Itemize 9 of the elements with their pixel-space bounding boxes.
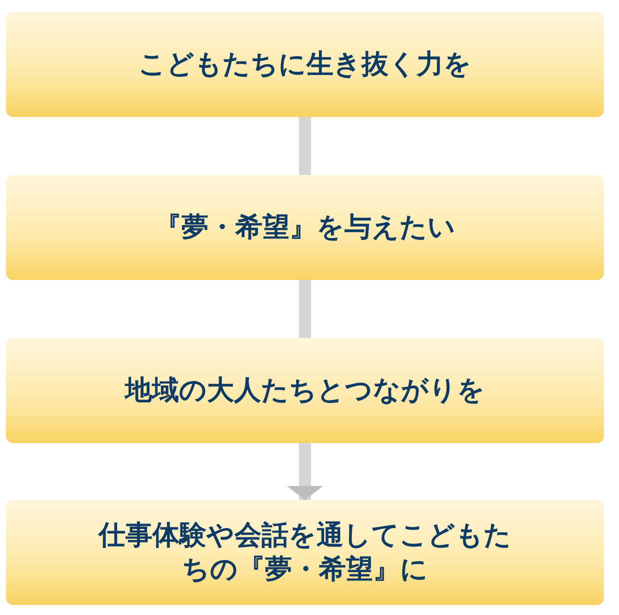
- step-text: 地域の大人たちとつながりを: [123, 374, 486, 408]
- step-box: [6, 175, 604, 280]
- step-text: 『夢・希望』を与えたい: [154, 210, 456, 244]
- step-text: こどもたちに生き抜く力を: [138, 48, 472, 82]
- step-box: [6, 12, 604, 117]
- step-text: 仕事体験や会話を通してこどもたちの『夢・希望』に: [96, 518, 512, 586]
- step-box: [6, 500, 604, 605]
- step-box: [6, 338, 604, 443]
- connector-arrow: [287, 443, 323, 500]
